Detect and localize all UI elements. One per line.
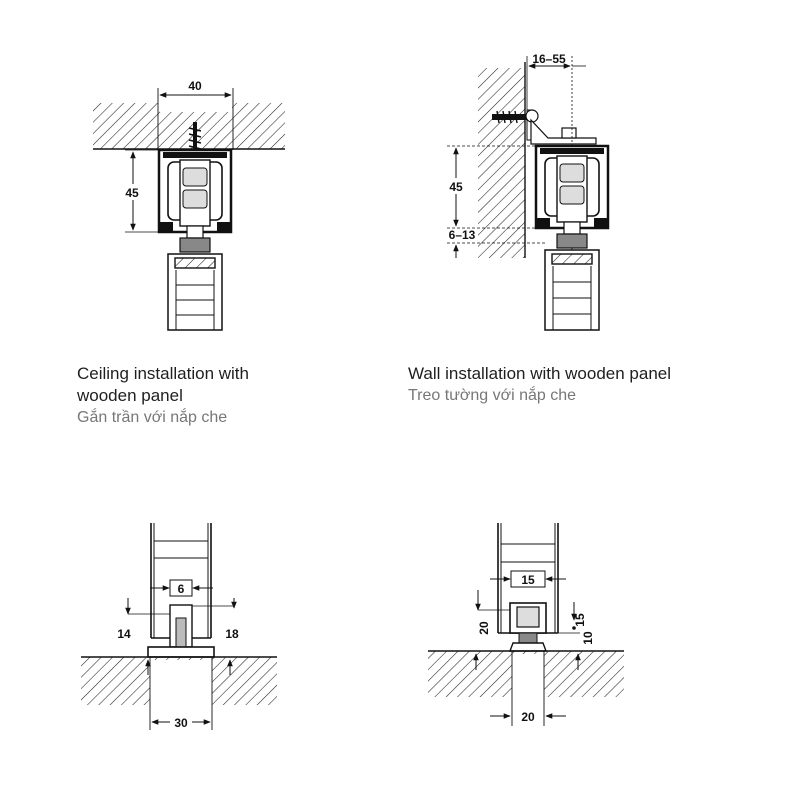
ceiling-installation-diagram: 40 45 bbox=[93, 79, 285, 331]
dim-slot-label: 6 bbox=[178, 582, 185, 596]
dim-inner-label-right: 15 bbox=[573, 613, 587, 627]
dim-slot-label-right: 15 bbox=[521, 573, 535, 587]
dim-offset-label: 16–55 bbox=[532, 52, 566, 66]
ceiling-caption-en-line2: wooden panel bbox=[77, 386, 183, 405]
ceiling-caption-vi: Gắn trần với nắp che bbox=[77, 409, 228, 426]
floor-guide-right-diagram: 15 20 15 10 20 bbox=[428, 523, 624, 730]
ceiling-caption-en-line1: Ceiling installation with bbox=[77, 364, 249, 383]
dim-height-label-right: 20 bbox=[477, 621, 491, 635]
dim-clearance-label-right: 10 bbox=[581, 631, 595, 645]
dim-height-label-wall: 45 bbox=[449, 180, 463, 194]
floor-guide-left-diagram: 6 14 18 30 bbox=[81, 523, 277, 730]
wall-hatch bbox=[478, 68, 525, 258]
wall-caption: Wall installation with wooden panel Treo… bbox=[408, 363, 788, 406]
dim-gap-label: 6–13 bbox=[449, 228, 476, 242]
dim-height-label: 45 bbox=[125, 186, 139, 200]
dim-width-label: 40 bbox=[188, 79, 202, 93]
dim-left-depth-label: 14 bbox=[117, 627, 131, 641]
floor-guide-base bbox=[147, 646, 215, 658]
ceiling-caption: Ceiling installation with wooden panel G… bbox=[77, 363, 337, 428]
dim-base-label-left: 30 bbox=[174, 716, 188, 730]
wall-caption-vi: Treo tường với nắp che bbox=[408, 387, 577, 404]
wall-installation-diagram: 16–55 45 6–13 bbox=[444, 52, 610, 331]
dim-right-depth-label: 18 bbox=[225, 627, 239, 641]
dim-base-label-right: 20 bbox=[521, 710, 535, 724]
wall-caption-en: Wall installation with wooden panel bbox=[408, 364, 672, 383]
